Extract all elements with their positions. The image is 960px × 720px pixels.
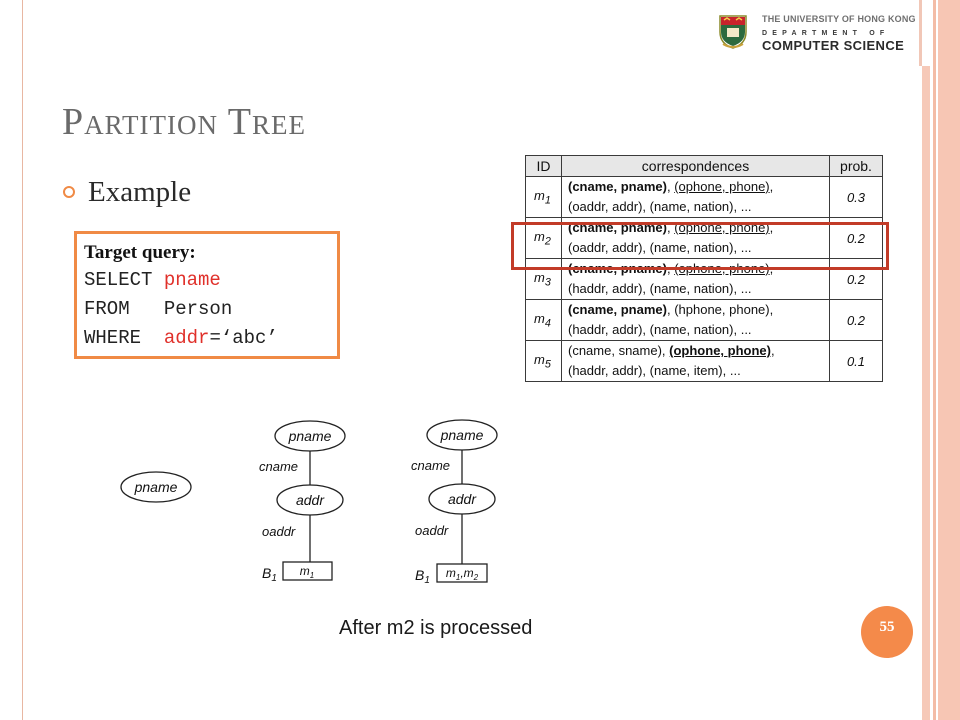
- tree2-bucket-content: m1,m2: [446, 566, 479, 582]
- header-correspondences: correspondences: [561, 155, 830, 177]
- from-relation: Person: [163, 298, 233, 320]
- select-attribute: pname: [163, 269, 221, 291]
- query-from-line: FROM Person: [84, 298, 232, 320]
- row-correspondences: (cname, sname), (ophone, phone),(haddr, …: [561, 340, 830, 382]
- row-prob: 0.1: [829, 340, 883, 382]
- row-prob: 0.2: [829, 299, 883, 341]
- m2-highlight-box: [511, 222, 889, 270]
- tree2-child-label: addr: [448, 491, 477, 507]
- tree2-edge-2-label: oaddr: [415, 523, 449, 538]
- university-name: THE UNIVERSITY OF HONG KONG: [762, 14, 916, 24]
- table-row: m4 (cname, pname), (hphone, phone),(hadd…: [525, 299, 883, 341]
- where-attribute: addr: [163, 327, 210, 349]
- bullet-text: Example: [88, 176, 192, 208]
- university-crest-icon: [719, 15, 747, 49]
- query-select-line: SELECT pname: [84, 269, 221, 291]
- target-query-box: Target query: SELECT pname FROM Person W…: [74, 231, 340, 359]
- page-number-badge: [861, 606, 913, 658]
- where-keyword: WHERE: [84, 327, 164, 349]
- query-heading: Target query:: [84, 242, 196, 263]
- tree1-bucket-content: m1: [300, 564, 314, 580]
- bullet-circle-icon: [63, 186, 75, 198]
- tree2-bucket-box: [436, 563, 488, 583]
- diagram-caption: After m2 is processed: [339, 617, 533, 639]
- where-condition: =‘abc’: [209, 327, 278, 349]
- tree0-root-label: pname: [134, 479, 178, 495]
- from-keyword: FROM: [84, 298, 164, 320]
- tree2-edge-1-label: cname: [411, 458, 450, 473]
- table-header-row: ID correspondences prob.: [525, 155, 883, 177]
- tree2-root-label: pname: [440, 427, 484, 443]
- query-where-line: WHERE addr=‘abc’: [84, 327, 278, 349]
- department-label: DEPARTMENT OF: [762, 30, 890, 37]
- right-decor-stripe: [938, 0, 960, 720]
- row-prob: 0.3: [829, 176, 883, 218]
- header-prob: prob.: [829, 155, 883, 177]
- tree2-bucket-label: B1: [415, 567, 430, 586]
- tree1-root-label: pname: [288, 428, 332, 444]
- left-border-line: [22, 0, 23, 720]
- row-correspondences: (cname, pname), (hphone, phone),(haddr, …: [561, 299, 830, 341]
- row-id: m3: [525, 258, 562, 300]
- tree0-root-node: [120, 471, 192, 503]
- right-decor-stripe: [919, 0, 922, 66]
- tree1-bucket-box: [282, 561, 333, 581]
- header-id: ID: [525, 155, 562, 177]
- tree1-edge-1-label: cname: [259, 459, 298, 474]
- table-row: m5 (cname, sname), (ophone, phone),(hadd…: [525, 340, 883, 382]
- table-row: m1 (cname, pname), (ophone, phone),(oadd…: [525, 176, 883, 218]
- row-id: m5: [525, 340, 562, 382]
- correspondence-table: ID correspondences prob. m1 (cname, pnam…: [525, 155, 883, 382]
- page-number: 55: [879, 619, 895, 635]
- right-decor-stripe: [933, 0, 936, 720]
- slide-title: Partition Tree: [62, 101, 307, 143]
- tree1-edge-2-label: oaddr: [262, 524, 296, 539]
- partition-tree-diagram: pname pname cname addr oaddr B1 m1 pname…: [120, 419, 498, 586]
- row-id: m4: [525, 299, 562, 341]
- faculty-name: COMPUTER SCIENCE: [762, 38, 905, 53]
- row-id: m1: [525, 176, 562, 218]
- tree1-child-label: addr: [296, 492, 325, 508]
- select-keyword: SELECT: [84, 269, 164, 291]
- tree1-bucket-label: B1: [262, 565, 277, 584]
- row-correspondences: (cname, pname), (ophone, phone),(oaddr, …: [561, 176, 830, 218]
- right-decor-stripe: [922, 66, 930, 720]
